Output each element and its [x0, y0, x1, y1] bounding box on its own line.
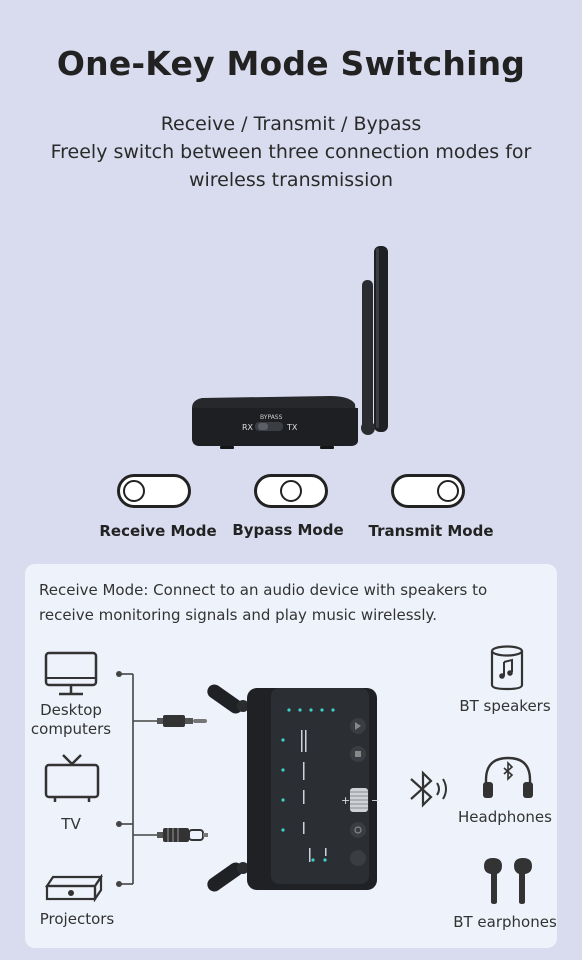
tv-icon [44, 754, 100, 802]
mode-button [350, 850, 366, 866]
transceiver-device-image: BYPASS RX TX [180, 240, 410, 455]
rca-plug-icon [157, 828, 208, 842]
subtitle-line-2: Freely switch between three connection m… [50, 141, 532, 163]
receive-mode-label: Receive Mode [99, 522, 217, 540]
aux-plug-icon [157, 715, 207, 727]
transmit-mode-switch[interactable] [391, 474, 465, 508]
page-subtitle: Receive / Transmit / Bypass Freely switc… [0, 110, 582, 194]
desktop-icon [44, 651, 98, 696]
power-button [350, 822, 366, 838]
bypass-mode-switch[interactable] [254, 474, 328, 508]
volume-plus-label: + [341, 794, 350, 807]
transmit-mode-label: Transmit Mode [368, 522, 494, 540]
headphones-icon [483, 756, 533, 798]
rx-label: RX [242, 423, 254, 432]
subtitle-line-1: Receive / Transmit / Bypass [160, 113, 422, 135]
receive-mode-switch[interactable] [117, 474, 191, 508]
earphones-icon [484, 858, 532, 904]
switch-knob [280, 480, 302, 502]
description-line-2: receive monitoring signals and play musi… [39, 606, 438, 624]
bypass-label: BYPASS [260, 414, 283, 421]
switch-knob [437, 480, 459, 502]
connection-lines [116, 671, 157, 887]
tv-label: TV [61, 815, 81, 833]
bluetooth-icon [410, 770, 447, 808]
desktop-label: Desktop computers [30, 701, 112, 738]
transceiver-device-front: + − [207, 684, 380, 892]
page-title: One-Key Mode Switching [56, 44, 526, 83]
projectors-label: Projectors [39, 910, 115, 928]
subtitle-line-3: wireless transmission [188, 169, 394, 191]
receive-mode-card: Receive Mode: Connect to an audio device… [25, 564, 557, 948]
mode-switch-row: Receive Mode Bypass Mode Transmit Mode [0, 474, 582, 544]
speaker-icon [490, 645, 524, 691]
bt-earphones-label: BT earphones [453, 913, 557, 931]
bypass-mode-label: Bypass Mode [232, 521, 344, 539]
headphones-label: Headphones [458, 808, 552, 826]
switch-knob [123, 480, 145, 502]
receive-mode-description: Receive Mode: Connect to an audio device… [39, 578, 539, 628]
bt-speakers-label: BT speakers [459, 697, 551, 715]
projector-icon [44, 874, 104, 902]
volume-minus-label: − [371, 794, 380, 807]
tx-label: TX [286, 423, 298, 432]
description-line-1: Receive Mode: Connect to an audio device… [39, 581, 488, 599]
rear-antenna [362, 280, 373, 430]
